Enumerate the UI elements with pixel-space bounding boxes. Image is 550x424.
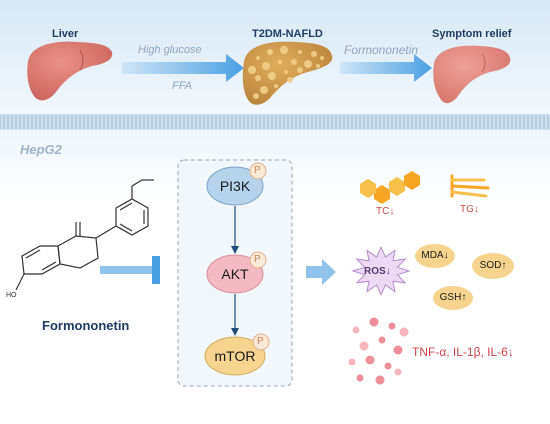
- sod-label: SOD↑: [479, 260, 507, 271]
- ros-label: ROS↓: [364, 266, 391, 277]
- gsh-label: GSH↑: [439, 292, 467, 303]
- cell-membrane: [0, 114, 550, 130]
- phospho-icon: [252, 333, 270, 351]
- sod-pill: [472, 253, 514, 279]
- cytokine-dot: [399, 327, 409, 337]
- cytokine-dot: [393, 345, 403, 355]
- pathway-arrows: [231, 206, 239, 336]
- pi3k-node: [206, 166, 264, 206]
- high-glucose-label: High glucose: [138, 44, 202, 56]
- formononetin-structure-icon: [15, 179, 154, 291]
- cytokine-dot: [348, 358, 356, 366]
- compound-name: Formononetin: [42, 318, 130, 333]
- outcome-arrow-icon: [306, 259, 336, 285]
- cell-line-label: HepG2: [20, 142, 62, 157]
- pi3k-label: PI3K: [219, 178, 251, 194]
- cytokine-dots: [348, 317, 409, 385]
- hydroxyl-label: HO: [6, 292, 17, 299]
- cytokine-dot: [359, 341, 369, 351]
- arrow-right-icon-2: [340, 54, 432, 82]
- cytokines-label: TNF-α, IL-1β, IL-6↓: [412, 345, 514, 359]
- relief-label: Symptom relief: [432, 28, 512, 40]
- mda-pill: [415, 244, 455, 268]
- tc-label: TC↓: [376, 206, 395, 217]
- cytokine-dot: [394, 368, 402, 376]
- gsh-pill: [433, 286, 473, 310]
- phospho-icon: [249, 251, 267, 269]
- phospho-label-3: P: [257, 336, 264, 347]
- ffa-label: FFA: [172, 80, 192, 92]
- cholesterol-hex-icon: [360, 171, 420, 204]
- phospho-label-2: P: [254, 254, 261, 265]
- mda-label: MDA↓: [421, 250, 449, 261]
- akt-node: [206, 254, 264, 294]
- cytokine-dot: [365, 355, 375, 365]
- inhibit-icon: [100, 256, 160, 284]
- cytokine-dot: [388, 322, 396, 330]
- cytokine-dot: [369, 317, 379, 327]
- relief-liver-icon: [433, 45, 511, 104]
- phospho-icon: [249, 162, 267, 180]
- mtor-node: [204, 336, 266, 376]
- cytokine-dot: [378, 336, 386, 344]
- ros-burst-icon: [351, 245, 411, 297]
- formononetin-arrow-label: Formononetin: [344, 43, 419, 57]
- tg-label: TG↓: [460, 204, 479, 215]
- cytokine-dot: [375, 375, 385, 385]
- disease-label: T2DM-NAFLD: [252, 28, 323, 40]
- liver-icon: [27, 41, 113, 101]
- cytokine-dot: [384, 362, 392, 370]
- cytokine-dot: [352, 326, 360, 334]
- liver-label: Liver: [52, 28, 79, 40]
- fatty-liver-icon: [242, 41, 333, 105]
- akt-label: AKT: [221, 266, 249, 282]
- mtor-label: mTOR: [214, 348, 256, 364]
- phospho-label: P: [254, 165, 261, 176]
- arrow-right-icon: [122, 54, 244, 82]
- triglyceride-icon: [450, 174, 490, 198]
- cytokine-dot: [356, 374, 364, 382]
